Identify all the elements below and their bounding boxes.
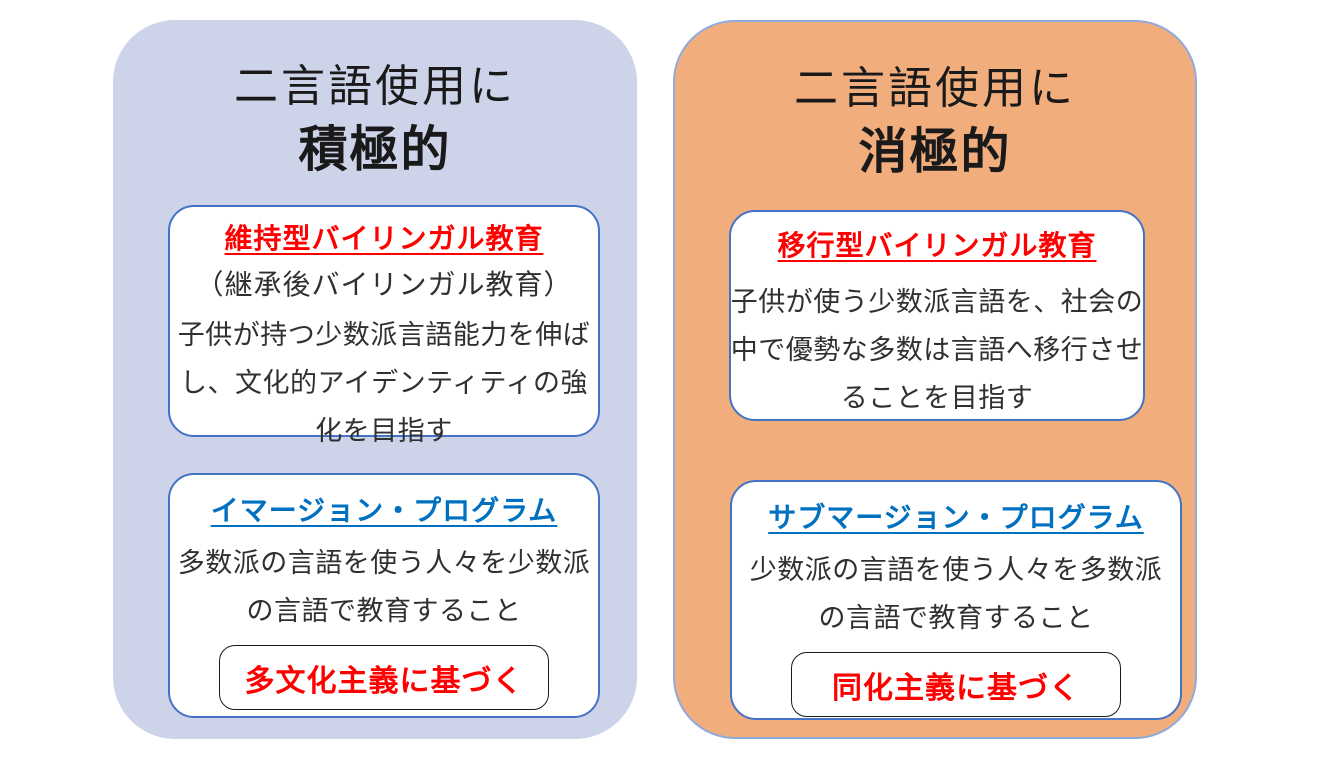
panel-title-line1: 二言語使用に [234,62,516,111]
tag-box-multiculturalism: 多文化主義に基づく [219,645,549,710]
card-heading-submersion: サブマージョン・プログラム [768,502,1144,533]
panel-bilingual-positive: 二言語使用に 積極的 維持型バイリンガル教育 （継承後バイリンガル教育） 子供が… [113,20,637,739]
card-maintenance-bilingual-education: 維持型バイリンガル教育 （継承後バイリンガル教育） 子供が持つ少数派言語能力を伸… [168,205,600,446]
tag-text-assimilationism: 同化主義に基づく [832,671,1080,705]
card-body-transitional: 子供が使う少数派言語を、社会の中で優勢な多数は言語へ移行させることを目指す [730,287,1144,413]
tag-text-multiculturalism: 多文化主義に基づく [244,664,524,698]
tag-box-assimilationism: 同化主義に基づく [791,652,1121,717]
card-body-immersion: 多数派の言語を使う人々を少数派の言語で教育すること [177,548,591,626]
card-body-maintenance: 子供が持つ少数派言語能力を伸ばし、文化的アイデンティティの強化を目指す [177,320,591,446]
card-submersion-program: サブマージョン・プログラム 少数派の言語を使う人々を多数派の言語で教育すること … [730,480,1182,720]
card-subheading-heritage: （継承後バイリンガル教育） [195,269,573,300]
panel-title-negative: 二言語使用に 消極的 [675,56,1195,182]
card-body-submersion: 少数派の言語を使う人々を多数派の言語で教育すること [749,555,1163,633]
card-immersion-program: イマージョン・プログラム 多数派の言語を使う人々を少数派の言語で教育すること 多… [168,473,600,718]
card-heading-maintenance: 維持型バイリンガル教育 [224,223,544,254]
panel-title-line1: 二言語使用に [794,64,1076,113]
card-heading-transitional: 移行型バイリンガル教育 [777,230,1097,261]
card-transitional-bilingual-education: 移行型バイリンガル教育 子供が使う少数派言語を、社会の中で優勢な多数は言語へ移行… [729,210,1145,421]
panel-bilingual-negative: 二言語使用に 消極的 移行型バイリンガル教育 子供が使う少数派言語を、社会の中で… [673,20,1197,739]
panel-title-positive: 二言語使用に 積極的 [113,54,637,180]
panel-title-line2: 積極的 [298,123,452,177]
card-heading-immersion: イマージョン・プログラム [210,495,558,526]
panel-title-line2: 消極的 [858,125,1012,179]
